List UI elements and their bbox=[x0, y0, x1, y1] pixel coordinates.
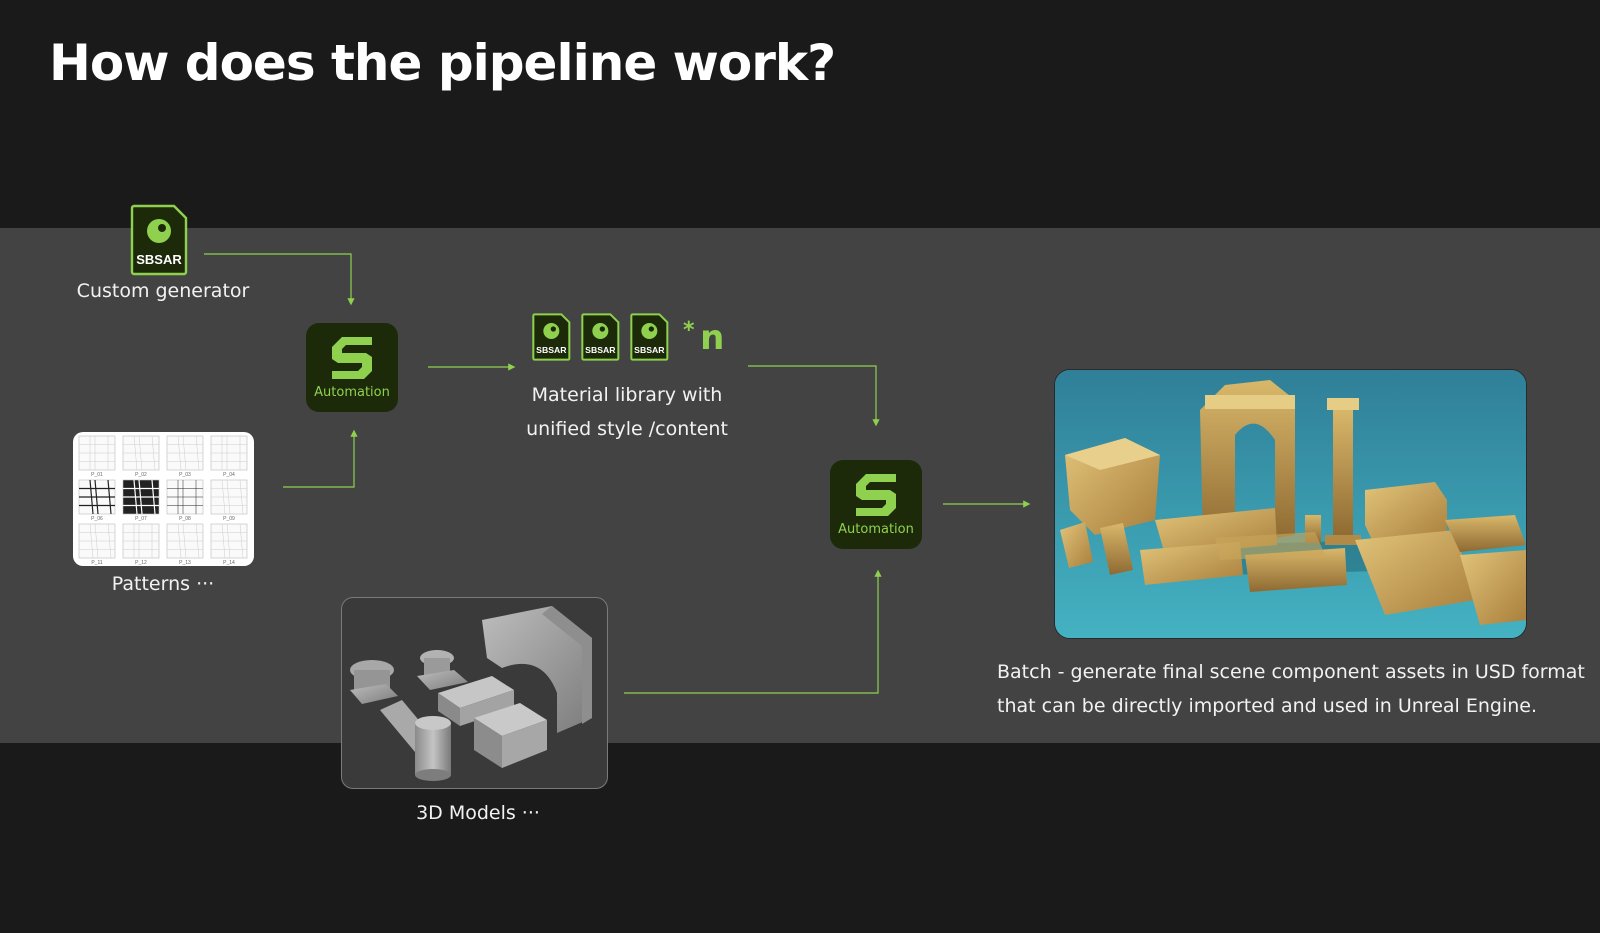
sbsar-icon-text: SBSAR bbox=[585, 345, 616, 355]
automation-node-2: Automation bbox=[830, 460, 922, 549]
material-library-label: Material library with unified style /con… bbox=[526, 384, 728, 440]
3d-models-label: 3D Models ··· bbox=[416, 802, 540, 824]
sbsar-file-icon: SBSAR bbox=[130, 204, 190, 280]
sbsar-file-icon: SBSAR bbox=[581, 313, 621, 365]
pattern-tile: P_14 bbox=[210, 523, 248, 566]
pattern-tile-label: P_12 bbox=[135, 560, 147, 566]
pattern-tile: P_01 bbox=[78, 435, 116, 478]
pattern-tile-label: P_01 bbox=[91, 472, 103, 478]
pattern-tile-label: P_14 bbox=[223, 560, 235, 566]
pattern-tile: P_13 bbox=[166, 523, 204, 566]
page-title: How does the pipeline work? bbox=[49, 34, 836, 92]
pattern-tile: P_09 bbox=[210, 479, 248, 522]
final-scene-render bbox=[1054, 369, 1527, 639]
pattern-tile: P_08 bbox=[166, 479, 204, 522]
pattern-tile: P_11 bbox=[78, 523, 116, 566]
sbsar-file-icon: SBSAR bbox=[630, 313, 670, 365]
multiplier-n-letter: n bbox=[700, 318, 725, 358]
substance-s-icon bbox=[332, 337, 372, 379]
automation-node-1: Automation bbox=[306, 323, 398, 412]
sbsar-file-icon: SBSAR bbox=[532, 313, 572, 365]
pattern-tile-label: P_06 bbox=[91, 516, 103, 522]
automation-label: Automation bbox=[838, 522, 914, 537]
pattern-tile-label: P_13 bbox=[179, 560, 191, 566]
multiplier-n: * n bbox=[683, 318, 724, 358]
multiplier-star: * bbox=[683, 318, 695, 343]
custom-generator-label: Custom generator bbox=[76, 280, 250, 302]
pattern-tile: P_04 bbox=[210, 435, 248, 478]
pattern-tile: P_03 bbox=[166, 435, 204, 478]
pattern-tile-label: P_02 bbox=[135, 472, 147, 478]
substance-s-icon bbox=[856, 474, 896, 516]
pattern-tile: P_02 bbox=[122, 435, 160, 478]
pattern-tile-label: P_08 bbox=[179, 516, 191, 522]
pattern-tile-label: P_03 bbox=[179, 472, 191, 478]
pattern-tile: P_07 bbox=[122, 479, 160, 522]
pattern-tile-label: P_09 bbox=[223, 516, 235, 522]
scene-description: Batch - generate final scene component a… bbox=[997, 661, 1585, 717]
pattern-tile-label: P_04 bbox=[223, 472, 235, 478]
pattern-tile: P_06 bbox=[78, 479, 116, 522]
pattern-tile-label: P_07 bbox=[135, 516, 147, 522]
3d-models-thumbnail bbox=[341, 597, 608, 789]
sbsar-icon-text: SBSAR bbox=[536, 345, 567, 355]
automation-label: Automation bbox=[314, 385, 390, 400]
sbsar-icon-text: SBSAR bbox=[136, 252, 182, 267]
pattern-tile: P_12 bbox=[122, 523, 160, 566]
patterns-label: Patterns ··· bbox=[111, 573, 215, 595]
sbsar-icon-text: SBSAR bbox=[634, 345, 665, 355]
pattern-tile-label: P_11 bbox=[91, 560, 103, 566]
